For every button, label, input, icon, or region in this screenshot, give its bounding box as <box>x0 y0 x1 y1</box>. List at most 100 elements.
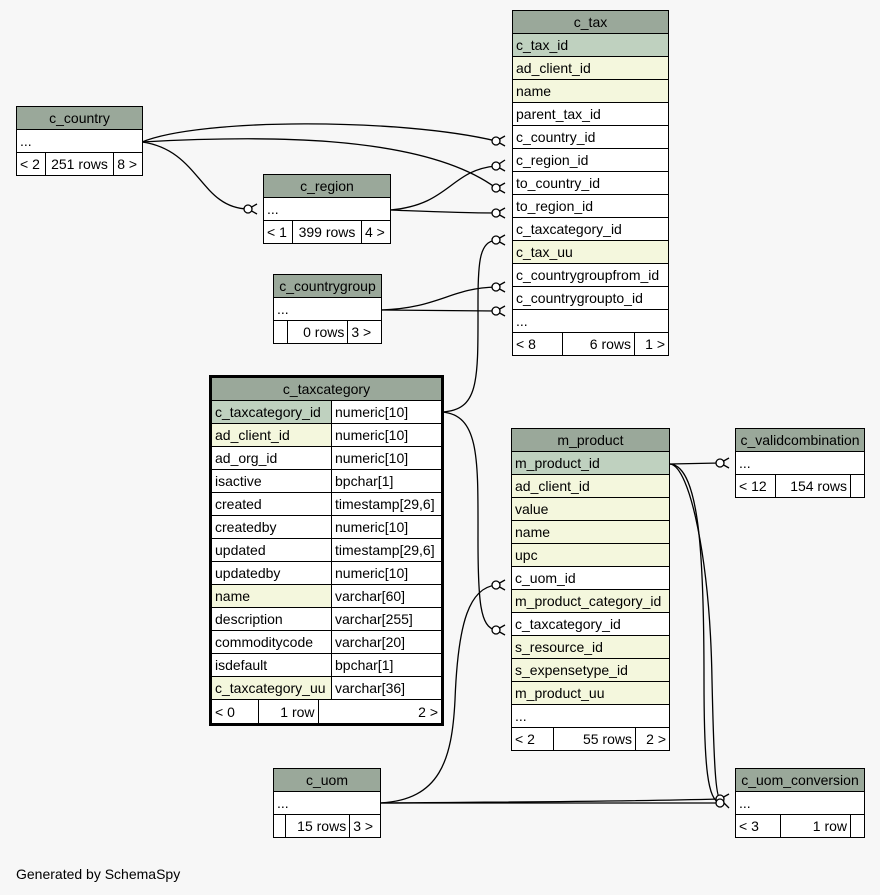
table-header[interactable]: c_countrygroup <box>273 274 382 298</box>
parents-count[interactable]: < 12 <box>734 474 777 498</box>
column-type: numeric[10] <box>331 561 443 585</box>
column-more: ... <box>735 791 865 815</box>
children-count[interactable]: 4 > <box>360 220 392 244</box>
table-c-validcombination[interactable]: c_validcombination ... < 12 154 rows <box>734 428 865 498</box>
column-type: numeric[10] <box>331 400 443 424</box>
row-count: 15 rows <box>284 814 351 838</box>
row-count: 0 rows <box>286 320 349 344</box>
table-header[interactable]: c_tax <box>512 10 669 34</box>
column-parent-tax-id: parent_tax_id <box>512 102 669 126</box>
parents-count[interactable]: < 2 <box>16 152 46 176</box>
children-count[interactable] <box>850 814 865 838</box>
column-updatedby: updatedby <box>210 561 332 585</box>
column-s-expensetype-id: s_expensetype_id <box>511 658 670 682</box>
column-c-uom-id: c_uom_id <box>511 566 670 590</box>
edge-countrygroup-to <box>379 309 497 312</box>
children-count[interactable]: 2 > <box>635 727 670 751</box>
table-header[interactable]: c_uom_conversion <box>735 768 865 792</box>
parents-count[interactable]: < 0 <box>212 700 259 723</box>
children-count[interactable]: 8 > <box>113 152 143 176</box>
row-count: 251 rows <box>44 152 115 176</box>
column-m-product-category-id: m_product_category_id <box>511 589 670 613</box>
column-more: ... <box>512 309 669 333</box>
edge-uom-product <box>379 584 497 804</box>
column-created: created <box>210 492 332 516</box>
parents-count[interactable]: < 3 <box>734 814 782 838</box>
row-count: 154 rows <box>775 474 851 498</box>
edge-region-tax-toregion <box>389 209 497 214</box>
column-s-resource-id: s_resource_id <box>511 635 670 659</box>
column-type: numeric[10] <box>331 515 443 539</box>
edge-product-conversion-b <box>669 463 721 800</box>
edge-product-validcombination <box>669 462 721 465</box>
parents-count[interactable]: < 1 <box>262 220 294 244</box>
table-c-country[interactable]: c_country ... < 2 251 rows 8 > <box>16 106 143 176</box>
column-m-product-uu: m_product_uu <box>511 681 670 705</box>
column-type: numeric[10] <box>331 423 443 447</box>
column-upc: upc <box>511 543 670 567</box>
column-name: name <box>210 584 332 608</box>
children-count[interactable]: 3 > <box>347 320 382 344</box>
table-c-uom[interactable]: c_uom ... 15 rows 3 > <box>273 768 381 838</box>
column-c-tax-uu: c_tax_uu <box>512 240 669 264</box>
column-type: varchar[20] <box>331 630 443 654</box>
column-value: value <box>511 497 670 521</box>
edge-taxcategory-tax <box>441 239 497 413</box>
table-c-countrygroup[interactable]: c_countrygroup ... 0 rows 3 > <box>273 274 382 344</box>
column-more: ... <box>735 451 865 475</box>
edge-country-tax-country <box>141 123 497 143</box>
children-count[interactable]: 3 > <box>349 814 381 838</box>
column-type: varchar[60] <box>331 584 443 608</box>
row-count: 1 row <box>258 700 319 723</box>
column-description: description <box>210 607 332 631</box>
edge-countrygroup-from <box>379 286 497 311</box>
column-c-taxcategory-id: c_taxcategory_id <box>210 400 332 424</box>
edge-taxcategory-product <box>441 411 497 631</box>
column-createdby: createdby <box>210 515 332 539</box>
column-type: timestamp[29,6] <box>331 538 443 562</box>
parents-count[interactable]: < 8 <box>512 332 563 356</box>
column-type: bpchar[1] <box>331 469 443 493</box>
column-more: ... <box>273 791 381 815</box>
table-header[interactable]: c_validcombination <box>735 428 865 452</box>
parents-count[interactable]: < 2 <box>511 727 554 751</box>
table-c-region[interactable]: c_region ... < 1 399 rows 4 > <box>262 174 392 244</box>
table-header[interactable]: c_uom <box>273 768 381 792</box>
table-header[interactable]: m_product <box>511 428 670 452</box>
edge-uom-conversion-b <box>379 798 721 804</box>
parents-count[interactable] <box>273 814 286 838</box>
column-c-taxcategory-id: c_taxcategory_id <box>511 612 670 636</box>
column-c-countrygroupfrom-id: c_countrygroupfrom_id <box>512 263 669 287</box>
table-c-uom-conversion[interactable]: c_uom_conversion ... < 3 1 row <box>734 768 865 838</box>
table-header[interactable]: c_country <box>16 106 143 130</box>
column-more: ... <box>16 129 143 153</box>
table-header[interactable]: c_region <box>263 174 391 198</box>
generated-by-footer: Generated by SchemaSpy <box>16 866 181 882</box>
column-name: name <box>512 79 669 103</box>
column-ad-client-id: ad_client_id <box>512 56 669 80</box>
column-updated: updated <box>210 538 332 562</box>
column-ad-client-id: ad_client_id <box>210 423 332 447</box>
row-count: 399 rows <box>292 220 362 244</box>
table-c-tax[interactable]: c_tax c_tax_id ad_client_id name parent_… <box>512 10 669 356</box>
children-count[interactable] <box>850 474 865 498</box>
column-isactive: isactive <box>210 469 332 493</box>
edge-country-tax-tocountry <box>141 138 497 189</box>
column-c-taxcategory-uu: c_taxcategory_uu <box>210 676 332 700</box>
edge-country-region <box>141 141 249 210</box>
children-count[interactable]: 2 > <box>418 703 438 720</box>
parents-count[interactable] <box>273 320 288 344</box>
table-m-product[interactable]: m_product m_product_id ad_client_id valu… <box>511 428 670 751</box>
column-to-country-id: to_country_id <box>512 171 669 195</box>
column-name: name <box>511 520 670 544</box>
column-more: ... <box>511 704 670 728</box>
column-type: bpchar[1] <box>331 653 443 677</box>
children-count[interactable]: 1 > <box>634 332 669 356</box>
row-count: 55 rows <box>553 727 636 751</box>
column-c-region-id: c_region_id <box>512 148 669 172</box>
edge-region-tax-region <box>389 165 497 211</box>
column-ad-client-id: ad_client_id <box>511 474 670 498</box>
table-header[interactable]: c_taxcategory <box>210 376 443 401</box>
